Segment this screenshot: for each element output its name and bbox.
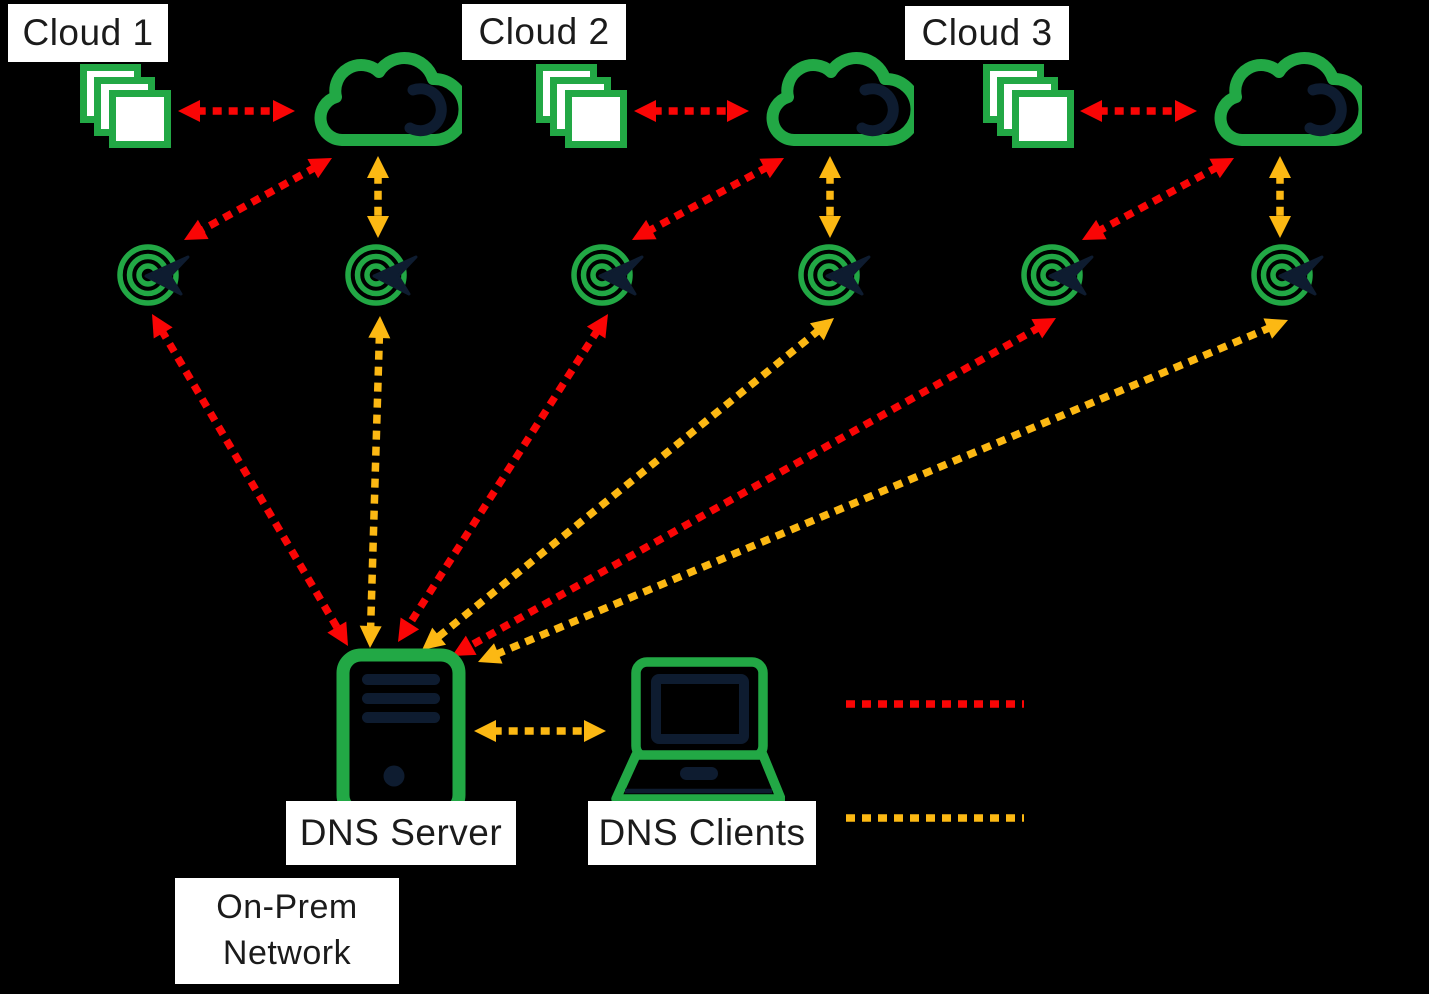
arrow-dns-zone-5-to-dns-server	[452, 318, 1056, 656]
dns-zone-target-icon	[1018, 240, 1100, 310]
arrow-dns-zone-4-to-dns-server	[422, 318, 834, 650]
arrow-dns-zone-1-to-dns-server	[152, 314, 348, 646]
dns-zone-target-icon	[795, 240, 877, 310]
arrow-cloud-3-documents-to-cloud-3	[1080, 100, 1197, 122]
on-prem-network-label: On-Prem Network	[175, 878, 399, 984]
arrow-cloud-1-documents-to-cloud-1	[178, 100, 295, 122]
arrow-cloud-1-to-dns-zone-1	[184, 158, 332, 240]
arrow-dns-zone-3-to-dns-server	[398, 314, 608, 642]
dns-server-label-text: DNS Server	[299, 812, 503, 853]
arrow-cloud-3-to-dns-zone-5	[1082, 158, 1234, 240]
dns-clients-label: DNS Clients	[588, 801, 816, 865]
arrow-cloud-3-to-dns-zone-6	[1269, 156, 1291, 238]
cloud-icon	[300, 50, 462, 148]
cloud-1-label-text: Cloud 1	[22, 12, 154, 53]
dns-clients-label-text: DNS Clients	[598, 812, 806, 853]
arrow-cloud-2-to-dns-zone-3	[632, 158, 784, 240]
dns-zone-target-icon	[342, 240, 424, 310]
dns-zone-target-icon	[114, 240, 196, 310]
arrow-cloud-1-to-dns-zone-2	[367, 156, 389, 238]
arrow-cloud-2-documents-to-cloud-2	[634, 100, 749, 122]
arrow-dns-zone-6-to-dns-server	[478, 318, 1288, 664]
cloud-2-label: Cloud 2	[462, 4, 626, 60]
cloud-2-label-text: Cloud 2	[478, 11, 610, 52]
dns-server-label: DNS Server	[286, 801, 516, 865]
documents-icon	[80, 64, 172, 148]
laptop-icon	[600, 655, 785, 807]
arrow-dns-server-to-dns-clients	[474, 720, 606, 742]
server-icon	[336, 648, 466, 820]
dns-zone-target-icon	[1248, 240, 1330, 310]
cloud-3-label: Cloud 3	[905, 6, 1069, 60]
on-prem-label-line2: Network	[222, 934, 352, 972]
dns-zone-target-icon	[568, 240, 650, 310]
cloud-icon	[752, 50, 914, 148]
arrow-dns-zone-2-to-dns-server	[359, 316, 391, 648]
cloud-3-label-text: Cloud 3	[921, 12, 1053, 53]
cloud-icon	[1200, 50, 1362, 148]
documents-icon	[983, 64, 1075, 148]
arrow-cloud-2-to-dns-zone-4	[819, 156, 841, 238]
documents-icon	[536, 64, 628, 148]
on-prem-label-line1: On-Prem	[216, 888, 358, 927]
cloud-1-label: Cloud 1	[8, 4, 168, 62]
